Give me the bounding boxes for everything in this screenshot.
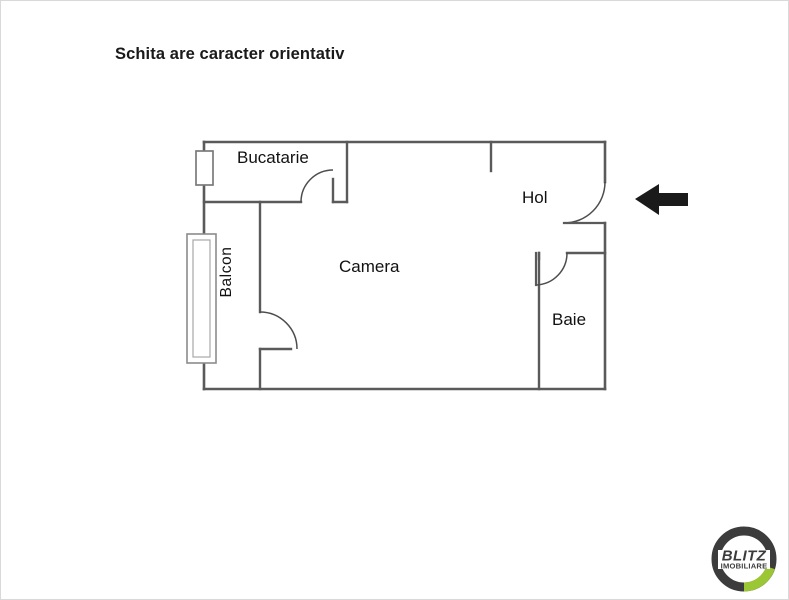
logo-brand-text: BLITZ bbox=[722, 548, 767, 565]
room-label-hol: Hol bbox=[522, 188, 548, 207]
page-title: Schita are caracter orientativ bbox=[115, 45, 345, 63]
entrance-arrow bbox=[635, 184, 688, 215]
room-label-camera: Camera bbox=[339, 257, 400, 276]
room-label-balcon: Balcon bbox=[218, 246, 235, 298]
kitchen-window bbox=[195, 150, 214, 186]
logo-accent-arc bbox=[743, 566, 775, 592]
brand-logo: BLITZ IMOBILIARE bbox=[708, 523, 780, 595]
kitchen-window-frame bbox=[195, 150, 214, 186]
interior-walls bbox=[202, 140, 607, 391]
room-label-bucatarie: Bucatarie bbox=[237, 148, 309, 167]
entrance-arrow-shape bbox=[635, 184, 688, 215]
outer-walls bbox=[202, 140, 607, 391]
balcony-glazing bbox=[186, 233, 217, 364]
balcony-door-arc bbox=[259, 311, 298, 350]
kitchen-door-arc bbox=[300, 169, 334, 203]
entry-door-arc bbox=[563, 181, 606, 224]
room-label-baie: Baie bbox=[552, 310, 587, 329]
bathroom-door-arc bbox=[535, 252, 568, 286]
balcony-inner-rect bbox=[192, 239, 211, 358]
logo-subtitle-text: IMOBILIARE bbox=[721, 562, 768, 571]
door-leaf-stubs bbox=[534, 221, 607, 287]
logo-text-plate bbox=[718, 550, 770, 569]
brand-logo-svg: BLITZ IMOBILIARE bbox=[711, 526, 777, 592]
